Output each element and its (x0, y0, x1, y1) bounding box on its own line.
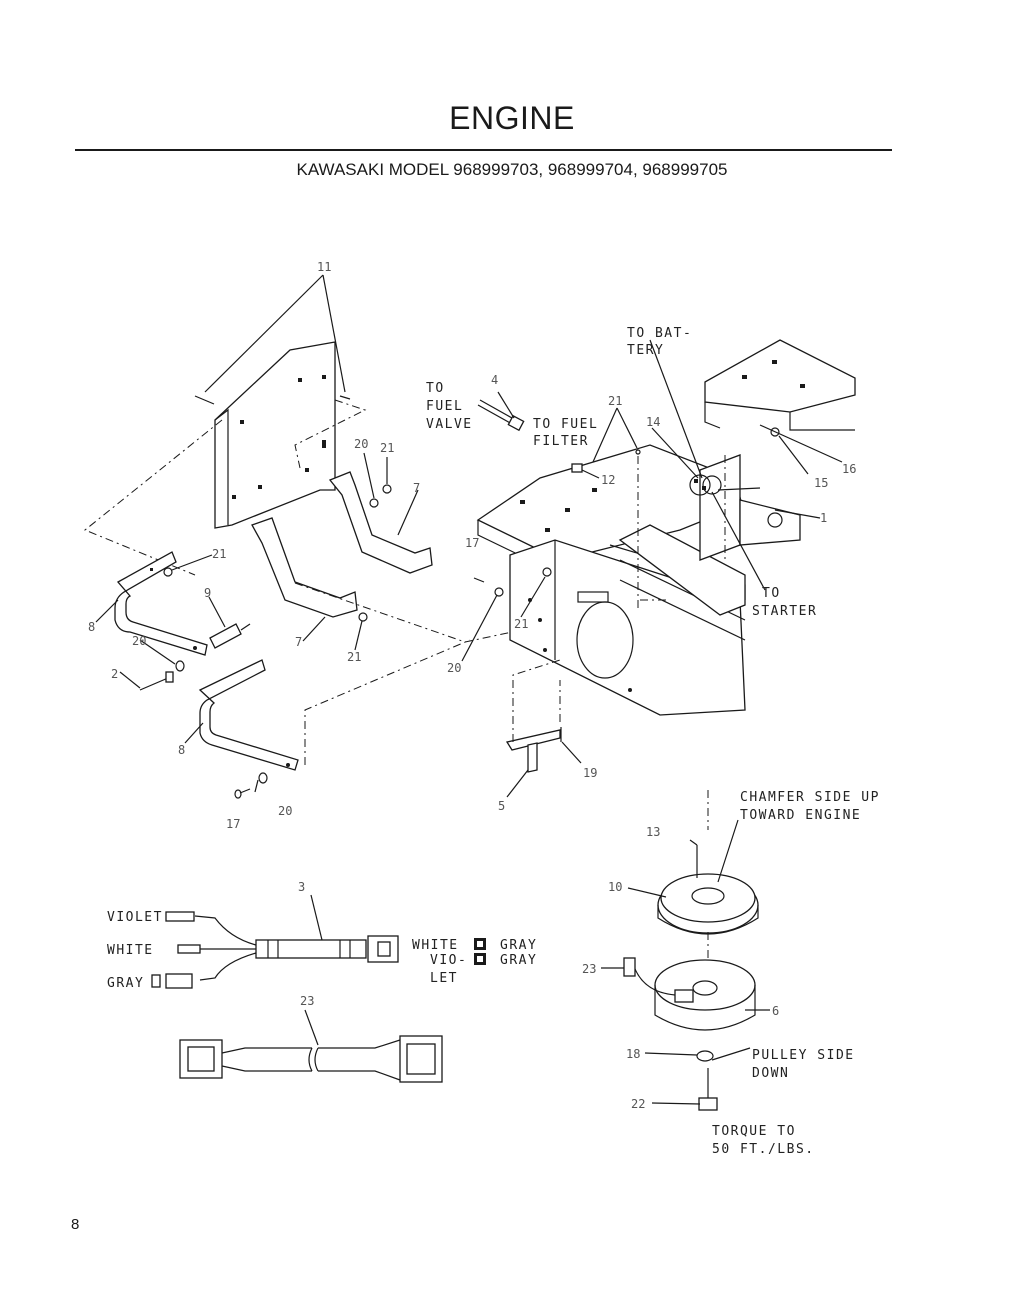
label-wire-violet: VIOLET (107, 910, 163, 925)
callout-13: 13 (646, 825, 660, 839)
callout-15: 15 (814, 476, 828, 490)
label-valve: VALVE (426, 417, 473, 432)
callout-4: 4 (491, 373, 498, 387)
callout-5: 5 (498, 799, 505, 813)
callout-6: 6 (772, 1004, 779, 1018)
nut-21-e (542, 567, 552, 577)
callout-8: 8 (178, 743, 185, 757)
label-down: DOWN (752, 1066, 789, 1081)
title-rule (75, 149, 892, 151)
label-wire-gray: GRAY (107, 976, 144, 991)
callout-21: 21 (380, 441, 394, 455)
washer-18 (696, 1050, 714, 1062)
callout-2: 2 (111, 667, 118, 681)
nut-21-d (358, 612, 368, 622)
bolt-2 (139, 660, 185, 691)
page-title: ENGINE (449, 100, 575, 136)
nut-21-b (369, 498, 379, 508)
label-torque: TORQUE TO (712, 1124, 796, 1139)
engine-bracket (699, 454, 801, 561)
label-conn-gray-1: GRAY (500, 938, 537, 953)
leader-lines (95, 274, 843, 1105)
washer-20 (494, 587, 504, 597)
label-toward-engine: TOWARD ENGINE (740, 808, 861, 823)
back-panel (214, 341, 336, 529)
solenoid-14 (689, 474, 711, 496)
clutch-6 (623, 957, 756, 1031)
callout-7: 7 (295, 635, 302, 649)
seat-pan-frame (704, 339, 856, 431)
callout-23: 23 (300, 994, 314, 1008)
label-to-starter: TO (762, 586, 781, 601)
label-pulley-side: PULLEY SIDE (752, 1048, 855, 1063)
label-torque-value: 50 FT./LBS. (712, 1142, 815, 1157)
callout-11: 11 (317, 260, 331, 274)
connector-icons (474, 938, 486, 965)
pulley-10 (657, 873, 759, 935)
spacer-9 (209, 623, 251, 649)
callout-1: 1 (820, 511, 827, 525)
label-to-fuel: TO FUEL (533, 417, 598, 432)
wire-harness-3 (151, 911, 399, 989)
label-filter: FILTER (533, 434, 589, 449)
callout-22: 22 (631, 1097, 645, 1111)
label-to: TO (426, 381, 445, 396)
label-starter: STARTER (752, 604, 817, 619)
label-tery: TERY (627, 343, 664, 358)
bracket-5 (505, 729, 561, 773)
callout-19: 19 (583, 766, 597, 780)
screw-15 (770, 427, 780, 437)
callout-18: 18 (626, 1047, 640, 1061)
frame-side-rail (509, 524, 746, 716)
callout-3: 3 (298, 880, 305, 894)
page-number: 8 (71, 1216, 80, 1233)
callout-21: 21 (347, 650, 361, 664)
callout-20: 20 (354, 437, 368, 451)
handle-bracket-lower (198, 659, 299, 771)
callout-20: 20 (447, 661, 461, 675)
callout-9: 9 (204, 586, 211, 600)
callout-23: 23 (582, 962, 596, 976)
callout-17: 17 (465, 536, 479, 550)
callout-20: 20 (278, 804, 292, 818)
label-conn-vio: VIO- (430, 953, 467, 968)
callout-20: 20 (132, 634, 146, 648)
extension-harness-23 (179, 1035, 443, 1083)
brace-left (251, 517, 358, 618)
annotation-labels: TO FUEL VALVE TO FUEL FILTER TO BAT- TER… (107, 326, 880, 1157)
label-chamfer: CHAMFER SIDE UP (740, 790, 880, 805)
callout-21: 21 (608, 394, 622, 408)
label-fuel: FUEL (426, 399, 463, 414)
label-to-battery: TO BAT- (627, 326, 692, 341)
bolt-17-lower (234, 772, 268, 799)
callout-8: 8 (88, 620, 95, 634)
callout-10: 10 (608, 880, 622, 894)
label-wire-white: WHITE (107, 943, 154, 958)
fuel-fitting-4 (477, 399, 525, 432)
callout-12: 12 (601, 473, 615, 487)
callout-21: 21 (514, 617, 528, 631)
clip-12 (571, 463, 583, 473)
nut-21-a (163, 567, 173, 577)
nut-21-f (635, 449, 641, 455)
label-conn-white: WHITE (412, 938, 459, 953)
label-conn-gray-2: GRAY (500, 953, 537, 968)
callout-numbers: 11 4 20 21 7 21 9 8 20 2 7 21 8 17 20 17… (88, 260, 856, 1111)
handle-bracket-upper (114, 551, 208, 656)
callout-14: 14 (646, 415, 660, 429)
page-subtitle: KAWASAKI MODEL 968999703, 968999704, 968… (296, 160, 728, 179)
brace-right (328, 471, 433, 574)
callout-17: 17 (226, 817, 240, 831)
label-conn-let: LET (430, 971, 458, 986)
callout-7: 7 (413, 481, 420, 495)
nut-21-c (382, 484, 392, 494)
callout-21: 21 (212, 547, 226, 561)
callout-16: 16 (842, 462, 856, 476)
bolt-22 (698, 1068, 718, 1111)
